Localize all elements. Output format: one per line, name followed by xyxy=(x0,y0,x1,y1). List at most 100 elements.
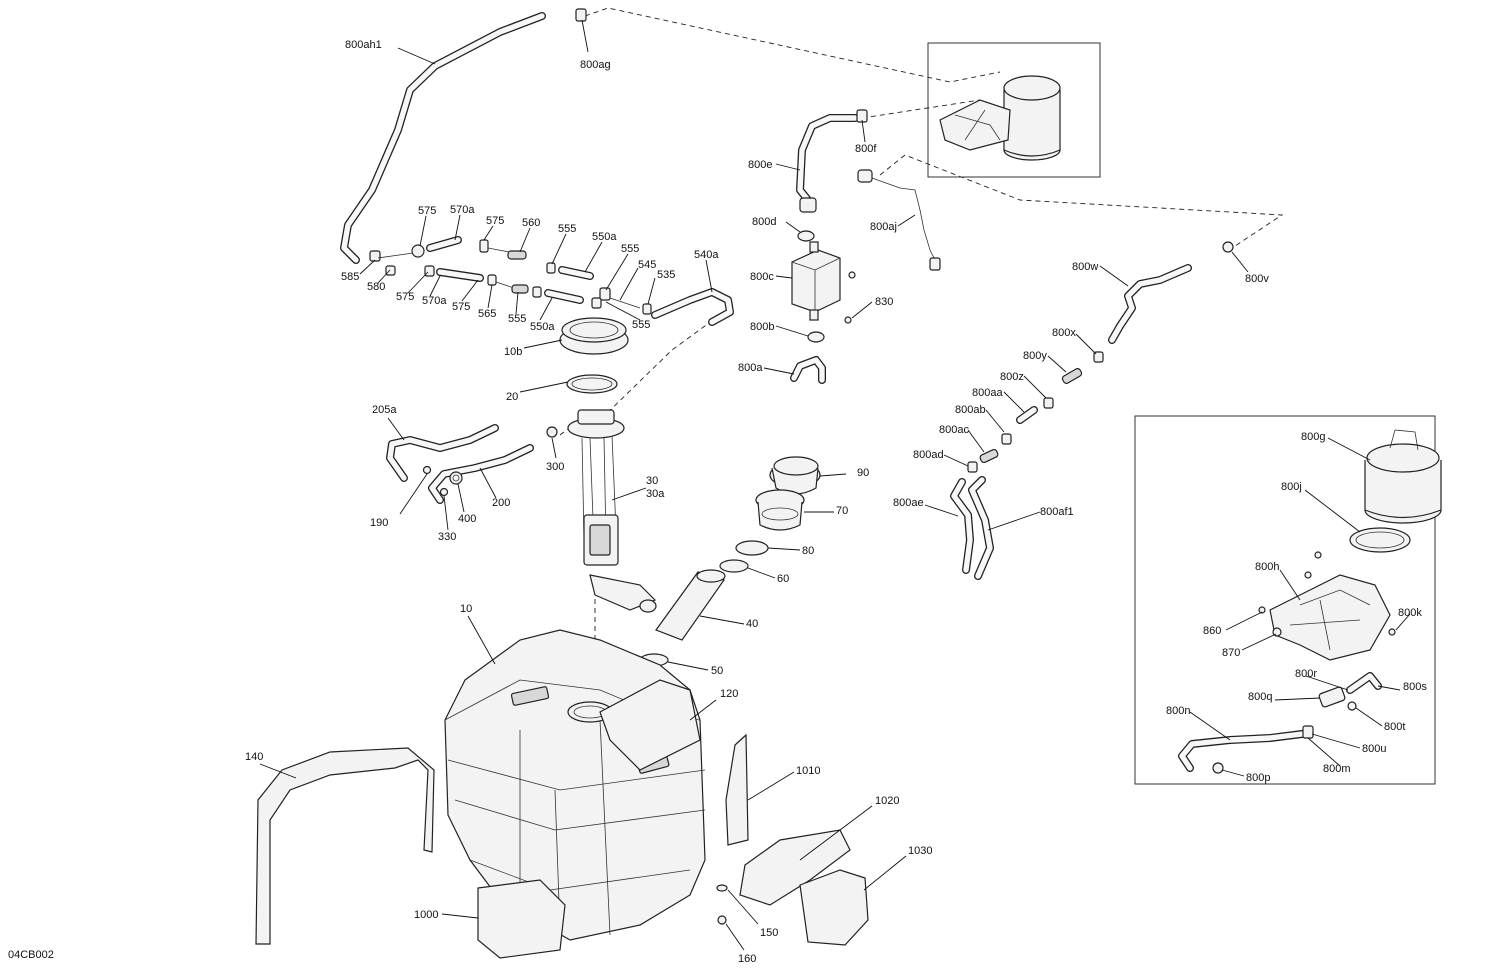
label-800aj: 800aj xyxy=(870,221,897,233)
label-150: 150 xyxy=(760,927,778,939)
hose-205a xyxy=(386,424,499,482)
label-50: 50 xyxy=(711,665,723,677)
label-800n: 800n xyxy=(1166,705,1190,717)
label-60: 60 xyxy=(777,573,789,585)
label-830: 830 xyxy=(875,296,893,308)
label-800k: 800k xyxy=(1398,607,1422,619)
label-80: 80 xyxy=(802,545,814,557)
label-560: 560 xyxy=(522,217,540,229)
label-800ag: 800ag xyxy=(580,59,611,71)
label-800s: 800s xyxy=(1403,681,1427,693)
label-535: 535 xyxy=(657,269,675,281)
label-570a-top: 570a xyxy=(450,204,475,216)
label-800x: 800x xyxy=(1052,327,1076,339)
label-800t: 800t xyxy=(1384,721,1405,733)
label-800r: 800r xyxy=(1295,668,1317,680)
label-800j: 800j xyxy=(1281,481,1302,493)
label-120: 120 xyxy=(720,688,738,700)
label-190: 190 xyxy=(370,517,388,529)
label-575-d: 575 xyxy=(452,301,470,313)
label-160: 160 xyxy=(738,953,756,965)
label-30: 30 xyxy=(646,475,658,487)
label-300: 300 xyxy=(546,461,564,473)
label-800f: 800f xyxy=(855,143,877,155)
label-860: 860 xyxy=(1203,625,1221,637)
label-10: 10 xyxy=(460,603,472,615)
label-800v: 800v xyxy=(1245,273,1269,285)
label-800ab: 800ab xyxy=(955,404,986,416)
harness-800aj xyxy=(857,169,941,271)
leader-lines xyxy=(259,19,1411,951)
label-575-a: 575 xyxy=(418,205,436,217)
fuel-pump-module-30 xyxy=(567,409,657,613)
label-800z: 800z xyxy=(1000,371,1024,383)
fuel-filter-800c xyxy=(791,241,856,324)
fittings-800x-800ad xyxy=(967,351,1104,473)
gasket-20 xyxy=(566,374,618,394)
hose-800ae-800af1 xyxy=(950,476,994,580)
hose-800ah1 xyxy=(340,12,546,264)
label-800p: 800p xyxy=(1246,772,1270,784)
label-70: 70 xyxy=(836,505,848,517)
label-575-b: 575 xyxy=(486,215,504,227)
label-1030: 1030 xyxy=(908,845,932,857)
label-400: 400 xyxy=(458,513,476,525)
clamp-800b xyxy=(807,331,825,343)
label-800d: 800d xyxy=(752,216,776,228)
label-550a-top: 550a xyxy=(592,231,617,243)
label-330: 330 xyxy=(438,531,456,543)
label-800af1: 800af1 xyxy=(1040,506,1074,518)
label-570a-bottom: 570a xyxy=(422,295,447,307)
label-140: 140 xyxy=(245,751,263,763)
label-585: 585 xyxy=(341,271,359,283)
heat-shield-1000 xyxy=(477,879,566,959)
label-10b: 10b xyxy=(504,346,522,358)
filler-hose-40 xyxy=(655,569,726,641)
label-565: 565 xyxy=(478,308,496,320)
hose-800w xyxy=(1108,241,1234,344)
label-555-d: 555 xyxy=(632,319,650,331)
heat-shield-1010 xyxy=(725,733,749,846)
lock-ring-10b xyxy=(559,317,629,355)
label-30a: 30a xyxy=(646,488,665,500)
label-540a: 540a xyxy=(694,249,719,261)
label-1000: 1000 xyxy=(414,909,438,921)
label-1020: 1020 xyxy=(875,795,899,807)
diagram-id: 04CB002 xyxy=(8,949,54,961)
label-800c: 800c xyxy=(750,271,774,283)
label-800ah1: 800ah1 xyxy=(345,39,382,51)
label-1010: 1010 xyxy=(796,765,820,777)
label-40: 40 xyxy=(746,618,758,630)
label-800m: 800m xyxy=(1323,763,1351,775)
label-90: 90 xyxy=(857,467,869,479)
label-800b: 800b xyxy=(750,321,774,333)
label-800g: 800g xyxy=(1301,431,1325,443)
label-800ac: 800ac xyxy=(939,424,969,436)
hose-800a xyxy=(790,356,826,384)
label-800e: 800e xyxy=(748,159,772,171)
label-20: 20 xyxy=(506,391,518,403)
heat-shield-1030 xyxy=(799,869,869,946)
callout-labels: 800ah1 800ag 800f 800e 800d 800aj 800c 8… xyxy=(245,39,1427,965)
label-870: 870 xyxy=(1222,647,1240,659)
label-200: 200 xyxy=(492,497,510,509)
clamp-60 xyxy=(719,559,749,573)
inset-canister-top xyxy=(927,42,1101,178)
label-580: 580 xyxy=(367,281,385,293)
label-800ad: 800ad xyxy=(913,449,944,461)
fuel-cap-90 xyxy=(769,456,821,495)
washers-150-160 xyxy=(716,884,728,925)
label-550a-bottom: 550a xyxy=(530,321,555,333)
small-fittings-300-190-400-330 xyxy=(422,426,558,497)
heat-shield-1020 xyxy=(739,829,851,906)
label-555-a: 555 xyxy=(558,223,576,235)
label-205a: 205a xyxy=(372,404,397,416)
hose-200 xyxy=(428,444,534,504)
label-555-c: 555 xyxy=(508,313,526,325)
label-800u: 800u xyxy=(1362,743,1386,755)
label-555-b: 555 xyxy=(621,243,639,255)
label-800aa: 800aa xyxy=(972,387,1003,399)
dashed-reference-lines xyxy=(559,7,1284,690)
filler-neck-70 xyxy=(755,489,805,531)
label-575-c: 575 xyxy=(396,291,414,303)
